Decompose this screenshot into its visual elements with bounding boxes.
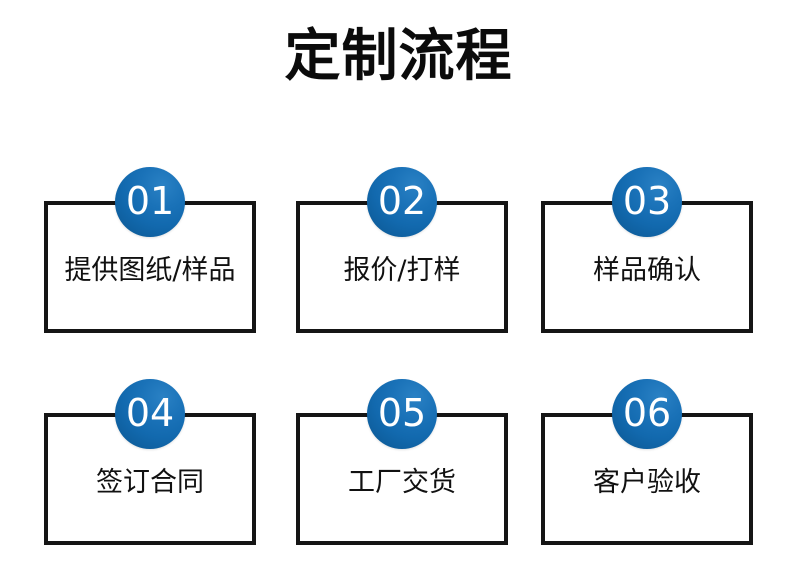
process-step-06[interactable]: 06 客户验收 [541, 379, 753, 545]
process-step-01[interactable]: 01 提供图纸/样品 [44, 167, 256, 333]
step-number-text: 05 [377, 391, 427, 435]
step-number-text: 04 [125, 391, 175, 435]
step-number-text: 02 [377, 179, 427, 223]
step-number-badge: 03 [612, 167, 682, 237]
step-number-badge: 04 [115, 379, 185, 449]
process-step-04[interactable]: 04 签订合同 [44, 379, 256, 545]
process-step-03[interactable]: 03 样品确认 [541, 167, 753, 333]
step-number-badge: 02 [367, 167, 437, 237]
step-box [541, 413, 753, 545]
step-label: 客户验收 [593, 467, 701, 498]
step-number-badge: 05 [367, 379, 437, 449]
step-label: 样品确认 [593, 255, 701, 286]
process-step-05[interactable]: 05 工厂交货 [296, 379, 508, 545]
step-label: 签订合同 [96, 467, 204, 498]
step-number-text: 03 [622, 179, 672, 223]
step-number-text: 06 [622, 391, 672, 435]
page-title: 定制流程 [284, 24, 513, 89]
step-number-badge: 01 [115, 167, 185, 237]
step-number-text: 01 [125, 179, 175, 223]
process-step-02[interactable]: 02 报价/打样 [296, 167, 508, 333]
step-box [44, 413, 256, 545]
step-label: 报价/打样 [343, 255, 461, 286]
step-number-badge: 06 [612, 379, 682, 449]
step-label: 提供图纸/样品 [64, 255, 236, 286]
step-label: 工厂交货 [348, 467, 456, 498]
